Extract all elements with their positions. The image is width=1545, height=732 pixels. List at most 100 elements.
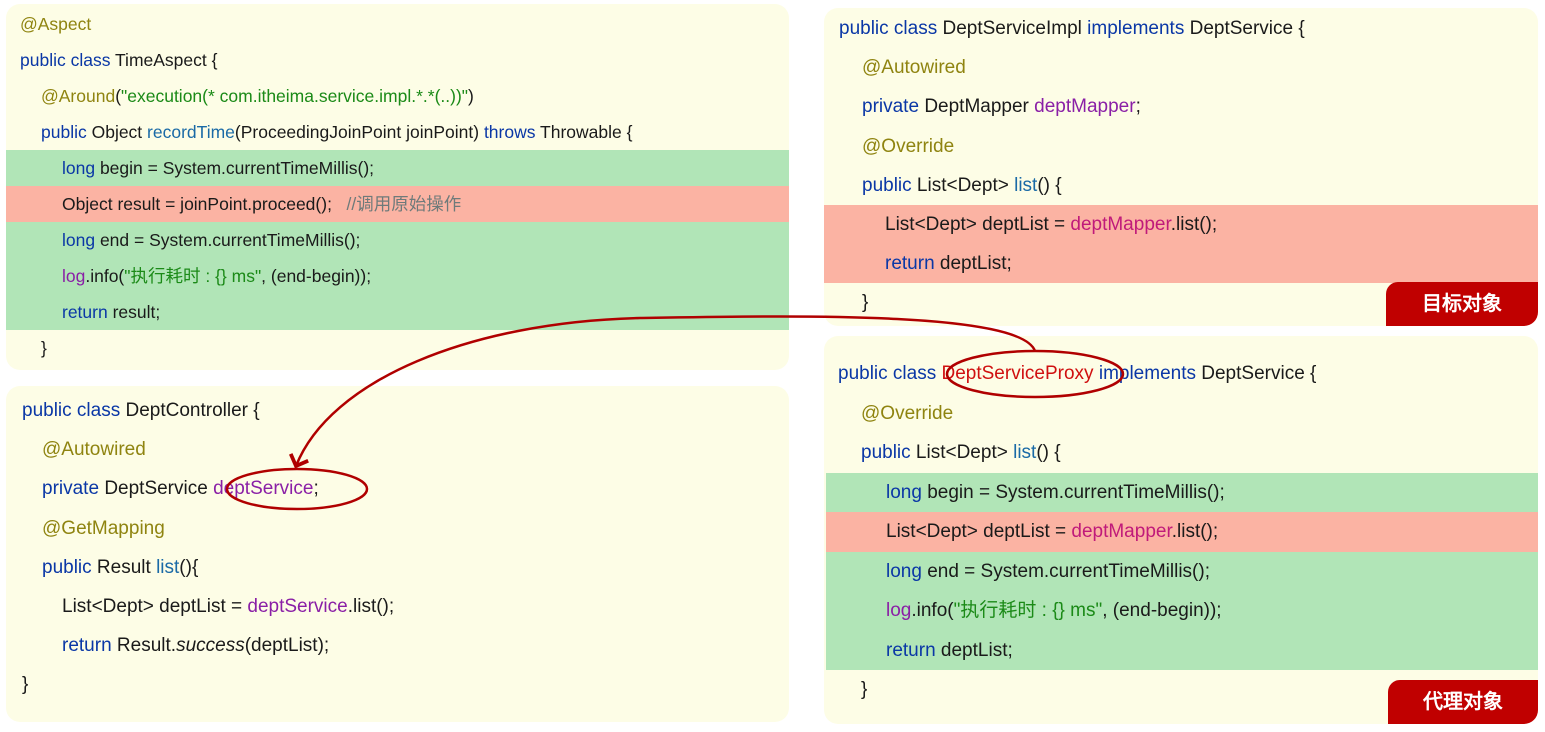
code-token: implements [1093,363,1202,384]
code-token: } [862,292,869,314]
code-token: @Override [861,402,954,424]
code-token: deptService [213,478,314,500]
aspect-code-line: log.info("执行耗时 : {} ms", (end-begin)); [6,258,789,294]
code-token: public [41,122,92,142]
aspect-code-line: long end = System.currentTimeMillis(); [6,222,789,258]
code-token: ; [313,478,319,500]
code-token: private [862,96,925,118]
impl-code-line: List<Dept> deptList = deptMapper.list(); [824,205,1538,245]
code-token: List<Dept> deptList = [885,214,1071,235]
code-token: Result. [116,635,177,657]
impl-code-line: @Override [824,127,1538,166]
code-token: (deptList); [244,635,330,657]
code-token: Throwable { [540,122,633,142]
proxy-code-line: public class DeptServiceProxy implements… [824,354,1538,394]
code-token: long [886,560,928,582]
code-token: log [886,600,912,621]
code-token: } [41,338,47,358]
aspect-code-line: long begin = System.currentTimeMillis(); [6,150,789,186]
code-token: DeptController { [125,400,260,421]
code-token: DeptMapper [924,96,1035,118]
proxy-code-line: } [824,670,1538,710]
code-token: end = System.currentTimeMillis(); [99,230,361,250]
dept-service-proxy-code-panel: public class DeptServiceProxy implements… [824,336,1538,724]
code-token: result; [112,302,161,322]
code-token: throws [483,122,541,142]
code-token: "执行耗时 : {} ms" [953,600,1103,621]
code-token: } [861,679,868,700]
aspect-code-line: public class TimeAspect { [6,42,789,78]
code-token: deptMapper [1034,96,1136,118]
controller-code-line: } [6,665,789,704]
code-token: log [62,266,86,286]
proxy-code-line: long begin = System.currentTimeMillis(); [826,472,1538,512]
code-token: DeptService [104,478,214,500]
controller-code-line: return Result.success(deptList); [6,626,789,665]
code-token: public [861,442,916,463]
code-token: Object result = joinPoint.proceed(); [62,194,347,214]
code-token: TimeAspect { [115,50,218,70]
proxy-code-line: log.info("执行耗时 : {} ms", (end-begin)); [826,591,1538,631]
impl-code-line: private DeptMapper deptMapper; [824,87,1538,126]
code-token: end = System.currentTimeMillis(); [927,560,1210,582]
code-token: "执行耗时 : {} ms" [124,266,262,286]
controller-code-line: @Autowired [6,430,789,469]
proxy-code-line: long end = System.currentTimeMillis(); [826,551,1538,591]
code-token: List<Dept> [915,442,1014,463]
code-token: begin = System.currentTimeMillis(); [99,158,375,178]
impl-code-line: @Autowired [824,48,1538,87]
code-token: } [22,674,29,696]
code-token: long [886,481,928,503]
proxy-class-name: DeptServiceProxy [941,363,1094,384]
code-token: list [1014,174,1038,196]
code-token: "execution(* com.itheima.service.impl.*.… [121,86,468,106]
proxy-object-badge: 代理对象 [1388,680,1538,724]
code-token: public [862,174,917,196]
code-token: public [42,556,97,578]
code-token: @Autowired [42,439,146,461]
proxy-code-line: public List<Dept> list() { [824,433,1538,473]
code-token: implements [1087,18,1190,39]
impl-code-line: return deptList; [824,244,1538,284]
code-token: DeptService { [1189,18,1305,39]
code-token: @GetMapping [42,517,165,539]
controller-code-line: private DeptService deptService; [6,469,789,508]
code-token: Result [96,556,157,578]
code-token: DeptServiceImpl [942,18,1088,39]
code-token: ; [1135,96,1141,118]
code-token: @Override [862,135,955,157]
code-token: List<Dept> deptList = [886,521,1072,542]
code-token: success [176,635,245,657]
aspect-code-line: @Aspect [6,6,789,42]
controller-code-line: public class DeptController { [6,391,789,430]
code-token: , (end-begin)); [1102,600,1222,621]
code-token: public class [838,363,942,384]
code-token: public class [22,400,126,421]
impl-code-line: } [824,283,1538,322]
aspect-code-line: Object result = joinPoint.proceed(); //调… [6,186,789,222]
code-token: recordTime [147,122,235,142]
code-token: , (end-begin)); [261,266,372,286]
code-token: DeptService { [1201,363,1317,384]
controller-code-line: @GetMapping [6,509,789,548]
code-token: list [1013,442,1037,463]
aspect-code-line: } [6,330,789,366]
code-token: private [42,478,105,500]
code-token: () { [1037,174,1062,196]
code-token: begin = System.currentTimeMillis(); [927,481,1225,503]
code-token: long [62,158,100,178]
code-token: List<Dept> [916,174,1015,196]
code-token: public class [20,50,116,70]
code-token: deptService [247,596,348,617]
code-token: ) [468,86,474,106]
code-token: List<Dept> deptList = [62,596,248,617]
dept-controller-code-panel: public class DeptController { @Autowired p… [6,386,789,722]
dept-service-impl-code-panel: public class DeptServiceImpl implements … [824,8,1538,326]
code-token: list [156,556,180,578]
code-token: Object [91,122,148,142]
code-token: .info( [911,600,954,621]
impl-code-line: public class DeptServiceImpl implements … [824,9,1538,48]
code-token: return [886,639,941,661]
code-token: .list(); [347,596,395,617]
